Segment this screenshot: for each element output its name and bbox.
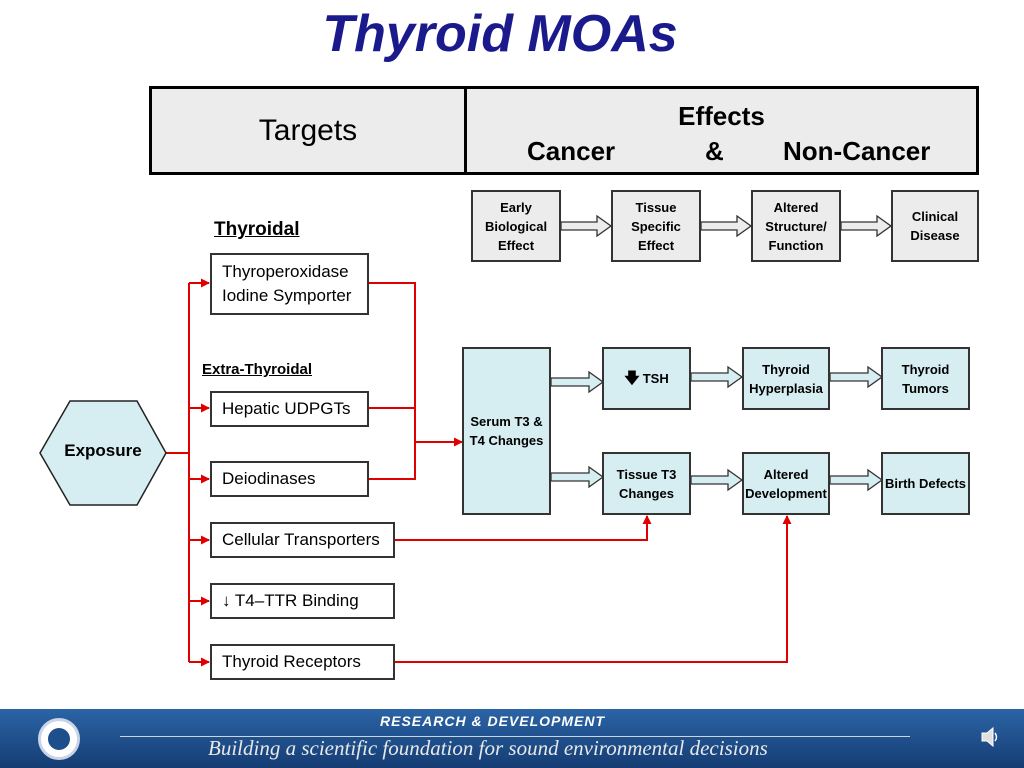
thyroperoxidase-label: Thyroperoxidase Iodine Symporter (222, 262, 352, 305)
thyroid-receptors-label: Thyroid Receptors (222, 652, 361, 671)
serum-changes-label: Serum T3 & T4 Changes (469, 414, 544, 448)
thyroid-hyperplasia-box: Thyroid Hyperplasia (742, 347, 830, 410)
effects-header-label: Effects (678, 101, 765, 131)
altered-structure-box: Altered Structure/ Function (751, 190, 841, 262)
birth-defects-label: Birth Defects (885, 476, 966, 491)
speaker-icon[interactable] (980, 726, 1000, 748)
footer-bar (0, 709, 1024, 768)
altered-development-label: Altered Development (745, 466, 827, 501)
deiodinases-label: Deiodinases (222, 469, 316, 488)
exposure-label: Exposure (64, 441, 142, 460)
targets-header-label: Targets (258, 113, 358, 147)
red-connectors (166, 278, 792, 667)
clinical-disease-box: Clinical Disease (891, 190, 979, 262)
thyroperoxidase-box: Thyroperoxidase Iodine Symporter (210, 253, 369, 315)
hepatic-udpgts-box: Hepatic UDPGTs (210, 391, 369, 427)
targets-header: Targets (149, 86, 467, 175)
thyroidal-label: Thyroidal (214, 219, 300, 240)
thyroid-tumors-box: Thyroid Tumors (881, 347, 970, 410)
epa-seal-icon (38, 718, 80, 760)
tissue-effect-box: Tissue Specific Effect (611, 190, 701, 262)
cellular-transporters-box: Cellular Transporters (210, 522, 395, 558)
cellular-transporters-label: Cellular Transporters (222, 530, 380, 549)
t4-ttr-binding-label: ↓ T4–TTR Binding (222, 591, 359, 610)
birth-defects-box: Birth Defects (881, 452, 970, 515)
early-effect-box: Early Biological Effect (471, 190, 561, 262)
tissue-effect-label: Tissue Specific Effect (631, 199, 681, 253)
non-cancer-label: Non-Cancer (783, 136, 931, 166)
effect-arrows (550, 365, 884, 492)
exposure-hexagon (39, 400, 167, 506)
clinical-disease-label: Clinical Disease (910, 209, 960, 243)
footer-divider (120, 736, 910, 737)
progression-arrows (560, 214, 893, 238)
page-title: Thyroid MOAs (322, 5, 678, 63)
hepatic-udpgts-label: Hepatic UDPGTs (222, 399, 351, 418)
serum-changes-box: Serum T3 & T4 Changes (462, 347, 551, 515)
altered-structure-label: Altered Structure/ Function (765, 199, 827, 253)
tissue-t3-box: Tissue T3 Changes (602, 452, 691, 515)
altered-development-box: Altered Development (742, 452, 830, 515)
thyroid-receptors-box: Thyroid Receptors (210, 644, 395, 680)
effects-header: Effects Cancer & Non-Cancer (464, 86, 979, 175)
footer-tagline: Building a scientific foundation for sou… (208, 736, 768, 760)
deiodinases-box: Deiodinases (210, 461, 369, 497)
tsh-box: 🡇 TSH (602, 347, 691, 410)
thyroid-tumors-label: Thyroid Tumors (901, 361, 950, 396)
ampersand-label: & (705, 136, 724, 166)
early-effect-label: Early Biological Effect (484, 199, 548, 253)
down-arrow-icon: 🡇 (624, 370, 640, 387)
tissue-t3-label: Tissue T3 Changes (616, 466, 677, 501)
tsh-label: TSH (642, 371, 669, 386)
thyroid-hyperplasia-label: Thyroid Hyperplasia (749, 361, 823, 396)
t4-ttr-binding-box: ↓ T4–TTR Binding (210, 583, 395, 619)
extra-thyroidal-label: Extra-Thyroidal (202, 361, 313, 378)
footer-research-development: RESEARCH & DEVELOPMENT (380, 713, 606, 729)
cancer-label: Cancer (527, 136, 616, 166)
